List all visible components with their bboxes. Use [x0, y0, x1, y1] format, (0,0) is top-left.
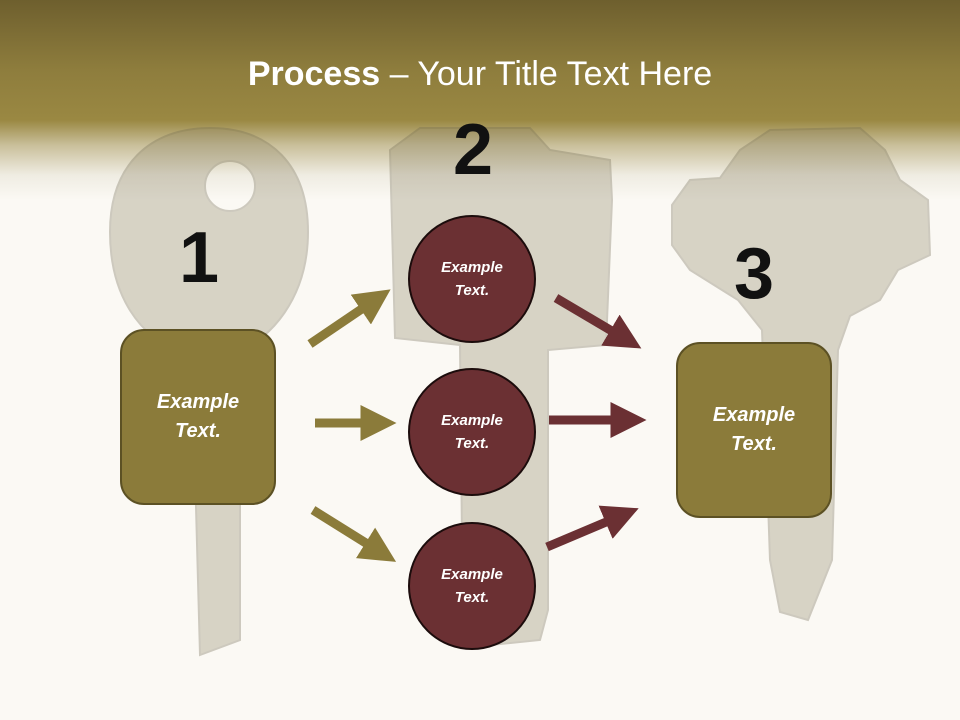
arrow-top-to-right — [553, 294, 642, 349]
process-circle-middle: Example Text. — [408, 368, 536, 496]
circle-bottom-text: Example Text. — [441, 566, 503, 606]
arrow-left-to-bottom — [310, 506, 397, 562]
step-number-2: 2 — [452, 110, 494, 190]
arrow-left-to-top — [307, 289, 391, 348]
circle-middle-text: Example Text. — [441, 412, 503, 452]
step-number-1: 1 — [178, 218, 220, 298]
title-bold: Process — [247, 55, 381, 93]
arrow-bottom-to-right — [545, 505, 639, 552]
title-rest: – Your Title Text Here — [380, 55, 713, 93]
process-circle-bottom: Example Text. — [408, 522, 536, 650]
right-box-text: Example Text. — [712, 404, 796, 455]
process-circle-top: Example Text. — [408, 215, 536, 343]
right-process-box: Example Text. — [676, 342, 832, 518]
left-box-text: Example Text. — [156, 391, 240, 442]
step-number-3: 3 — [733, 234, 775, 314]
circle-top-text: Example Text. — [441, 259, 503, 299]
left-process-box: Example Text. — [120, 329, 276, 505]
header-band — [0, 0, 960, 200]
page-title: Process – Your Title Text Here — [0, 52, 960, 96]
